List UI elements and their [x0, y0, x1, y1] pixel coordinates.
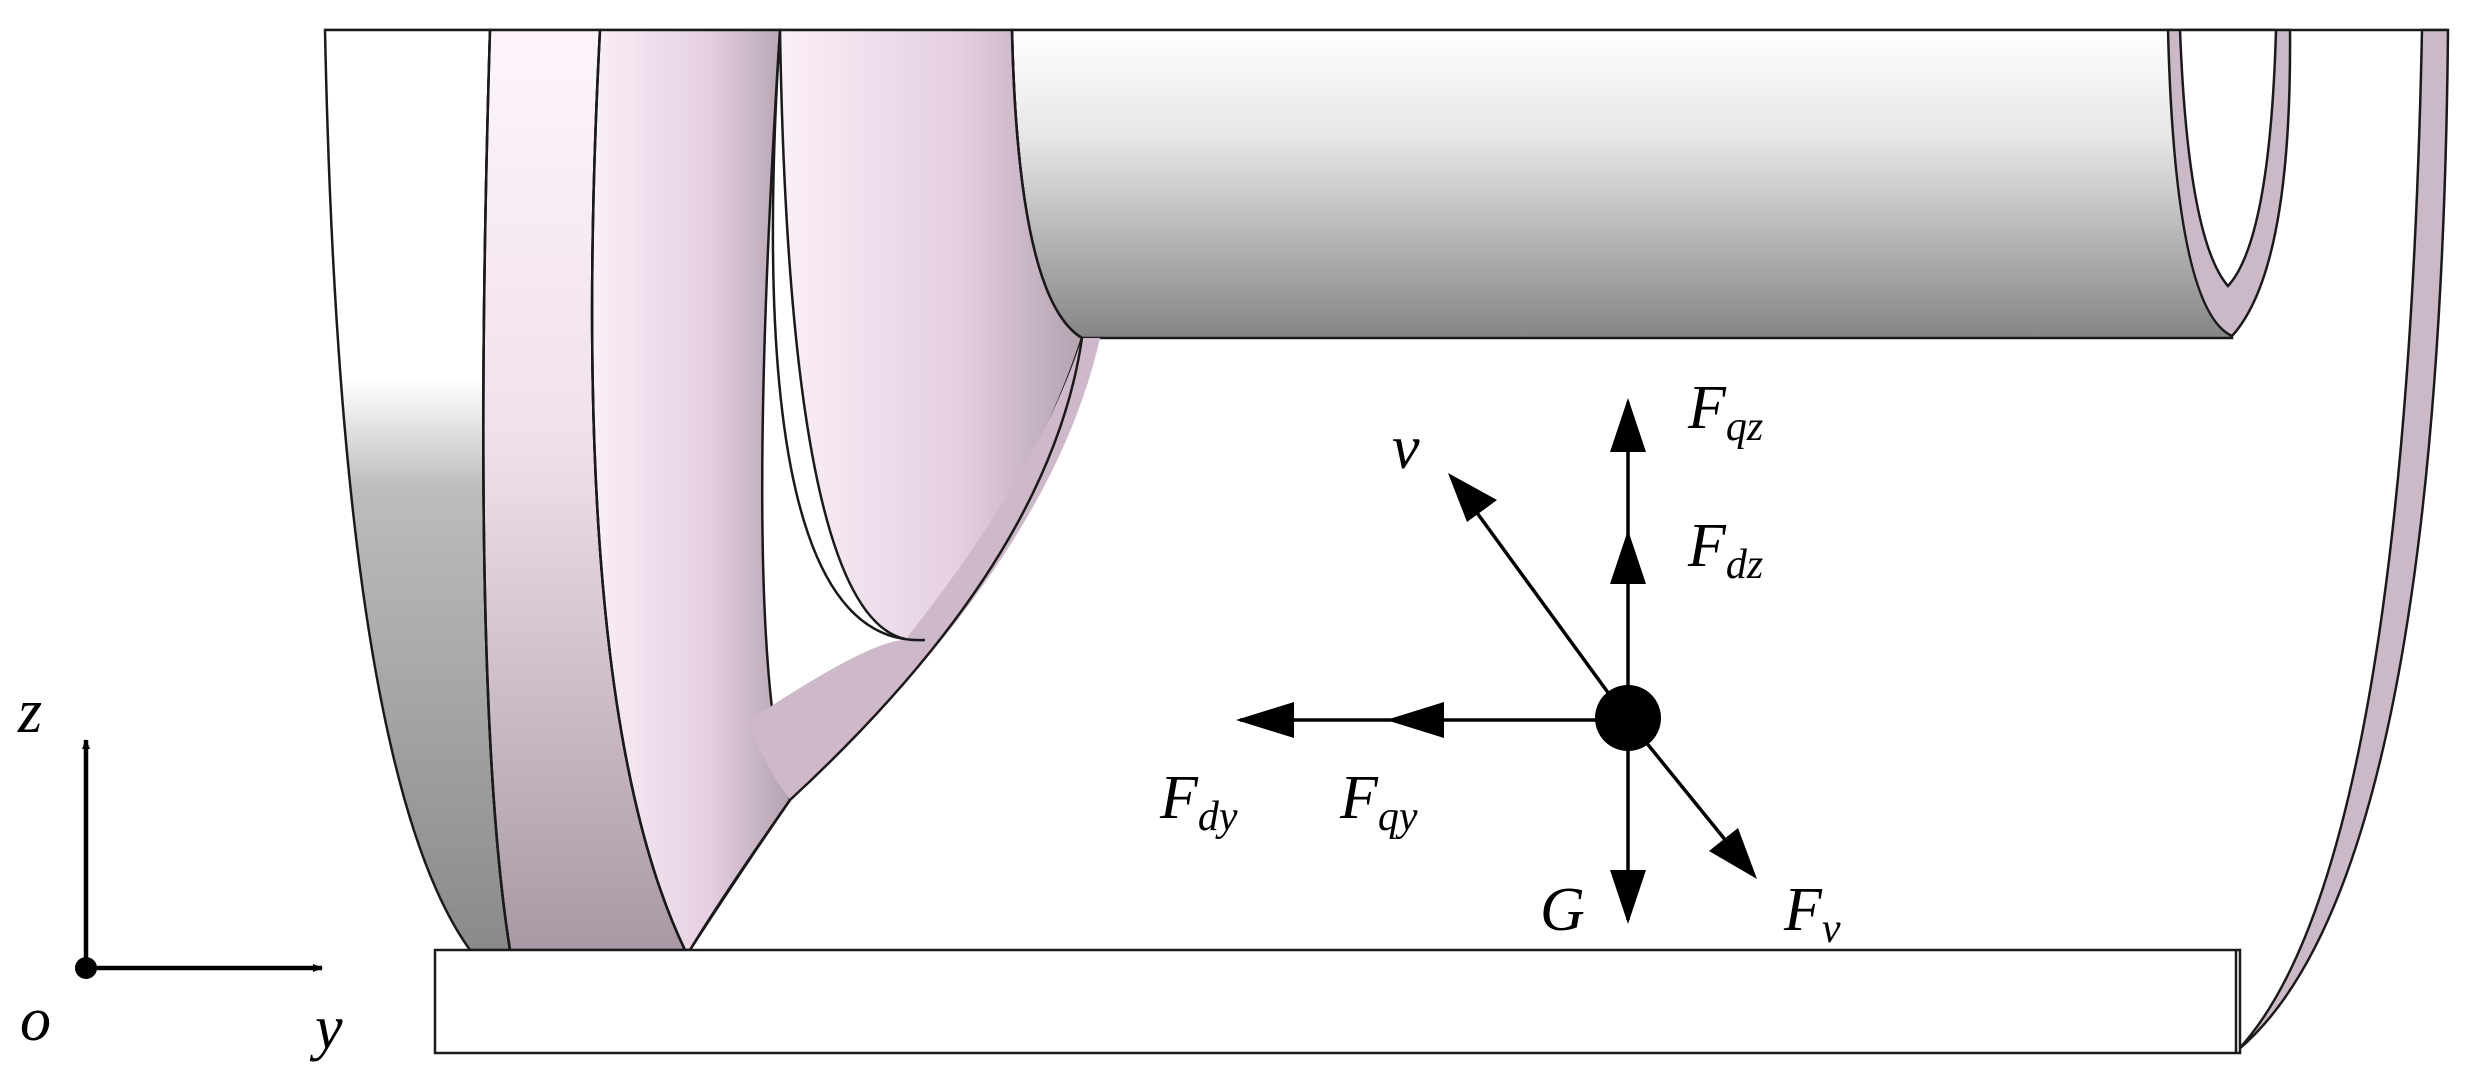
base-plate [433, 948, 2242, 1055]
funnel-shading [750, 338, 1100, 800]
y-axis-label: y [309, 994, 343, 1062]
velocity-label: v [1392, 414, 1420, 482]
particle [1595, 685, 1661, 751]
edge-curve-1 [482, 29, 512, 951]
cylinder-end-inner [2178, 28, 2278, 288]
force-vectors [1236, 398, 1757, 924]
coordinate-axes: z y o [17, 678, 343, 1062]
gravity-label: G [1540, 876, 1585, 944]
edge-curve-4 [1010, 29, 1083, 340]
origin-dot [75, 957, 97, 979]
force-labels: v Fqz Fdz Fdy Fqy G Fv [1159, 374, 1841, 952]
fv-arrowhead [1709, 828, 1757, 879]
fqz-arrowhead [1610, 398, 1646, 452]
outer-band [323, 28, 512, 952]
fqz-label: Fqz [1687, 374, 1763, 450]
fqy-arrowhead [1386, 702, 1444, 738]
edge-curve-2 [590, 29, 687, 951]
z-axis-label: z [17, 678, 42, 746]
edge-curve-3 [771, 29, 926, 642]
pipe-elbow-body [323, 28, 2450, 1055]
fdz-label: Fdz [1687, 512, 1763, 588]
funnel-edge [688, 337, 1084, 951]
origin-label: o [20, 986, 51, 1054]
fdy-label: Fdy [1159, 764, 1238, 840]
gravity-arrowhead [1610, 870, 1646, 924]
fv-label: Fv [1783, 876, 1841, 952]
fdy-arrowhead [1236, 702, 1294, 738]
velocity-arrowhead [1448, 473, 1497, 522]
velocity-line [1454, 482, 1630, 722]
fqy-label: Fqy [1339, 764, 1418, 840]
fdz-arrowhead [1610, 530, 1646, 584]
horizontal-cylinder [1010, 28, 2234, 340]
